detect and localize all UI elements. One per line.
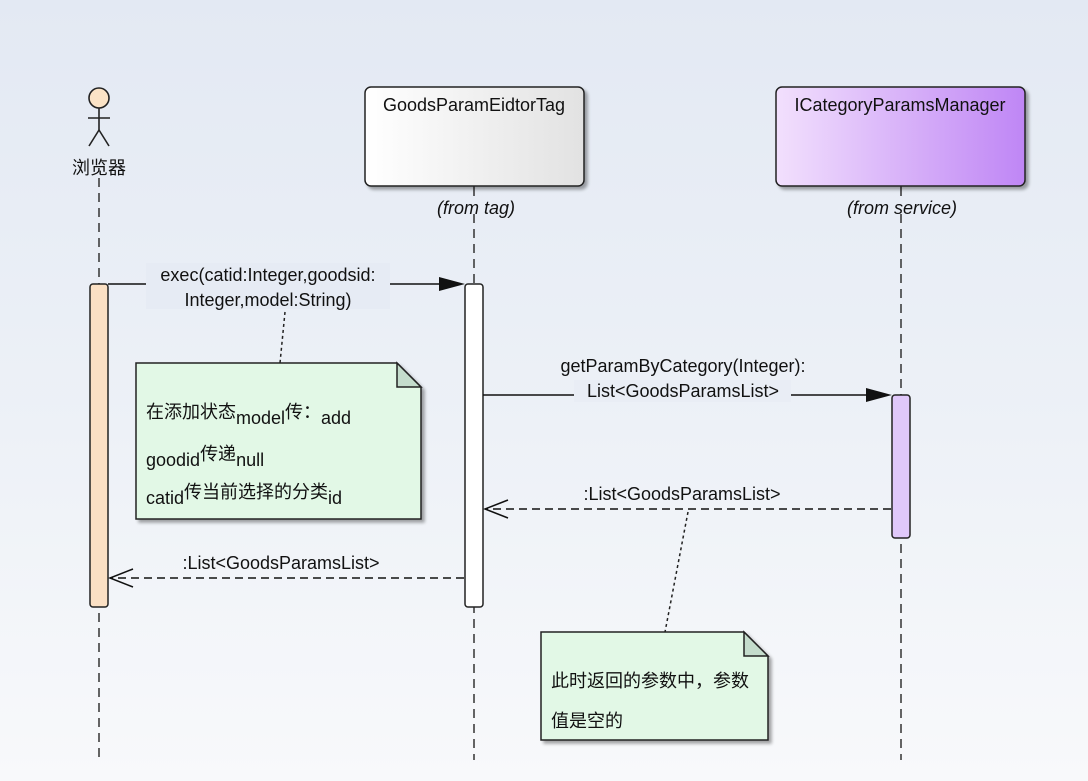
note2-box[interactable] [540, 631, 769, 741]
note2-line2: 值是空的 [551, 711, 623, 731]
return-manager-arrowhead [482, 499, 509, 519]
return-tag-label: :List<GoodsParamsList> [182, 553, 379, 573]
message-exec-label-1: exec(catid:Integer,goodsid: [160, 265, 375, 285]
note1-box[interactable] [135, 362, 422, 520]
message-exec-arrowhead [439, 277, 465, 291]
participant-tag-box[interactable] [364, 86, 585, 187]
note1-line2-a: goodid [146, 450, 201, 470]
message-get-label-1: getParamByCategory(Integer): [560, 356, 805, 376]
note1-line2-b: 传递 [200, 444, 237, 464]
activation-browser [89, 283, 109, 608]
note1-line2: goodid传递null [146, 440, 264, 470]
note2-fold [743, 630, 770, 657]
participant-manager-stereotype: (from service) [847, 198, 957, 218]
participant-tag-stereotype: (from tag) [437, 198, 515, 218]
note1-line1-b: model [236, 408, 286, 428]
message-exec-label-bg [146, 263, 390, 309]
participant-manager-box[interactable] [775, 86, 1026, 187]
return-tag-arrowhead [107, 568, 134, 588]
note1-line1-c: 传： [285, 402, 322, 422]
actor-name: 浏览器 [72, 158, 126, 178]
note2-connector [664, 511, 689, 633]
note1-fold [396, 361, 423, 388]
note1-line3: catid传当前选择的分类id [146, 478, 342, 508]
participant-tag-name: GoodsParamEidtorTag [383, 95, 565, 115]
note1-line1: 在添加状态model传：add [146, 398, 351, 428]
note1-line3-b: 传当前选择的分类 [184, 482, 329, 502]
actor-icon [88, 87, 110, 147]
note1-line1-d: add [321, 408, 352, 428]
message-get-arrowhead [866, 388, 892, 402]
participant-manager-name: ICategoryParamsManager [794, 95, 1005, 115]
note1-line2-c: null [236, 450, 265, 470]
activation-manager [891, 394, 911, 539]
note2-line1: 此时返回的参数中，参数 [551, 671, 749, 691]
activation-tag [464, 283, 484, 608]
note1-connector [279, 311, 286, 364]
message-get-label-2: List<GoodsParamsList> [587, 381, 779, 401]
note1-line3-a: catid [146, 488, 185, 508]
message-get-label-bg [574, 380, 791, 402]
note1-line1-a: 在添加状态 [146, 402, 236, 422]
return-manager-label: :List<GoodsParamsList> [583, 484, 780, 504]
message-exec-label-2: Integer,model:String) [184, 290, 351, 310]
note1-line3-c: id [328, 488, 343, 508]
